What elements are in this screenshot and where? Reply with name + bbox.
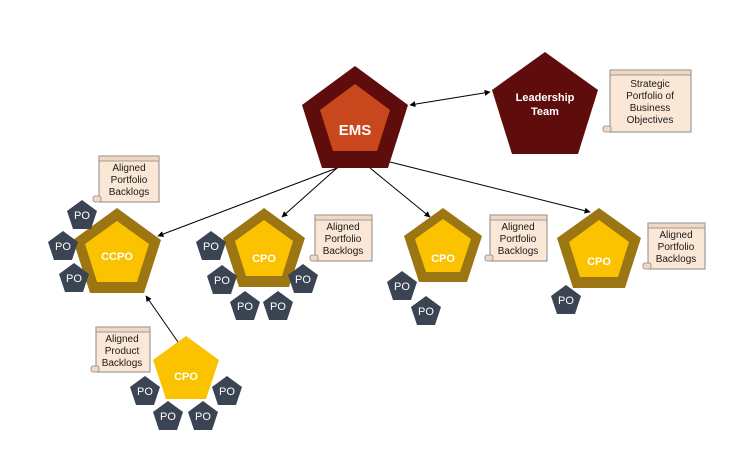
po-node: PO (67, 200, 97, 229)
note-product-aligned: Aligned Product Backlogs (90, 326, 151, 373)
cpo-node-1: CPO (223, 208, 305, 287)
svg-text:Aligned: Aligned (326, 222, 359, 233)
svg-text:Strategic: Strategic (630, 79, 669, 90)
svg-text:PO: PO (237, 301, 253, 313)
svg-text:Aligned: Aligned (659, 230, 692, 241)
cpo3-inner-pentagon (569, 220, 629, 277)
svg-text:PO: PO (270, 301, 286, 313)
svg-text:Business: Business (630, 103, 671, 114)
svg-text:Backlogs: Backlogs (323, 246, 364, 257)
svg-text:Aligned: Aligned (501, 222, 534, 233)
po-node: PO (196, 231, 226, 260)
ccpo-node: CCPO (73, 208, 161, 293)
svg-text:Backlogs: Backlogs (656, 254, 697, 265)
connector-ems-leadership (409, 89, 491, 108)
note-cpo3-aligned: Aligned Portfolio Backlogs (642, 222, 706, 270)
po-node: PO (59, 263, 89, 292)
cpo-node-3: CPO (557, 208, 641, 288)
leadership-label-line1: Leadership (516, 92, 575, 104)
cpo-node-2: CPO (404, 208, 482, 282)
svg-text:Portfolio: Portfolio (500, 234, 537, 245)
connector-ems-cpo3 (389, 161, 591, 214)
svg-text:Backlogs: Backlogs (102, 358, 143, 369)
po-node: PO (207, 265, 237, 294)
po-node: PO (212, 376, 242, 405)
po-node: PO (48, 231, 78, 260)
ems-node: EMS (302, 66, 408, 168)
svg-text:Portfolio: Portfolio (325, 234, 362, 245)
note-ccpo-aligned: Aligned Portfolio Backlogs (92, 155, 160, 203)
cpo1-inner-pentagon (235, 220, 293, 276)
svg-text:Backlogs: Backlogs (109, 187, 150, 198)
po-node: PO (411, 296, 441, 325)
svg-text:Product: Product (105, 346, 140, 357)
svg-text:Portfolio: Portfolio (658, 242, 695, 253)
svg-text:PO: PO (219, 386, 235, 398)
connector-ems-cpo2 (369, 167, 431, 218)
leadership-label-line2: Team (531, 106, 559, 118)
ccpo-label: CCPO (101, 251, 133, 263)
svg-text:PO: PO (418, 306, 434, 318)
po-node: PO (188, 401, 218, 430)
connector-ccpo-product-cpo (145, 295, 179, 343)
svg-text:PO: PO (137, 386, 153, 398)
po-node: PO (387, 271, 417, 300)
po-node: PO (153, 401, 183, 430)
po-node: PO (551, 285, 581, 314)
product-cpo-node: CPO (153, 336, 219, 399)
po-node: PO (230, 291, 260, 320)
svg-text:PO: PO (394, 281, 410, 293)
svg-text:PO: PO (66, 273, 82, 285)
svg-text:PO: PO (160, 411, 176, 423)
svg-text:PO: PO (55, 241, 71, 253)
po-node: PO (288, 264, 318, 293)
connectors (145, 89, 591, 343)
note-strategic: Strategic Portfolio of Business Objectiv… (602, 69, 692, 133)
svg-text:PO: PO (203, 241, 219, 253)
po-node: PO (263, 291, 293, 320)
note-cpo2-aligned: Aligned Portfolio Backlogs (484, 214, 548, 262)
leadership-team-node: Leadership Team (492, 52, 598, 154)
product-cpo-pentagon (153, 336, 219, 399)
connector-ems-cpo1 (281, 167, 338, 218)
po-node: PO (130, 376, 160, 405)
ems-inner-pentagon (320, 84, 390, 151)
product-cpo-label: CPO (174, 371, 198, 383)
cpo2-label: CPO (431, 253, 455, 265)
svg-text:Portfolio: Portfolio (111, 175, 148, 186)
ccpo-inner-pentagon (85, 221, 149, 282)
leadership-pentagon (492, 52, 598, 154)
svg-text:Objectives: Objectives (627, 115, 674, 126)
svg-text:Portfolio of: Portfolio of (626, 91, 674, 102)
svg-text:Backlogs: Backlogs (498, 246, 539, 257)
svg-text:Aligned: Aligned (112, 163, 145, 174)
cpo2-inner-pentagon (415, 219, 471, 272)
svg-text:PO: PO (558, 295, 574, 307)
note-cpo1-aligned: Aligned Portfolio Backlogs (309, 214, 373, 262)
svg-text:PO: PO (295, 274, 311, 286)
svg-text:Aligned: Aligned (105, 334, 138, 345)
cpo1-label: CPO (252, 253, 276, 265)
cpo3-label: CPO (587, 256, 611, 268)
svg-text:PO: PO (195, 411, 211, 423)
svg-text:PO: PO (214, 275, 230, 287)
po-nodes: PO PO PO PO PO PO PO PO (48, 200, 581, 430)
ems-label: EMS (339, 122, 372, 139)
connector-ems-ccpo (157, 164, 346, 237)
svg-text:PO: PO (74, 210, 90, 222)
